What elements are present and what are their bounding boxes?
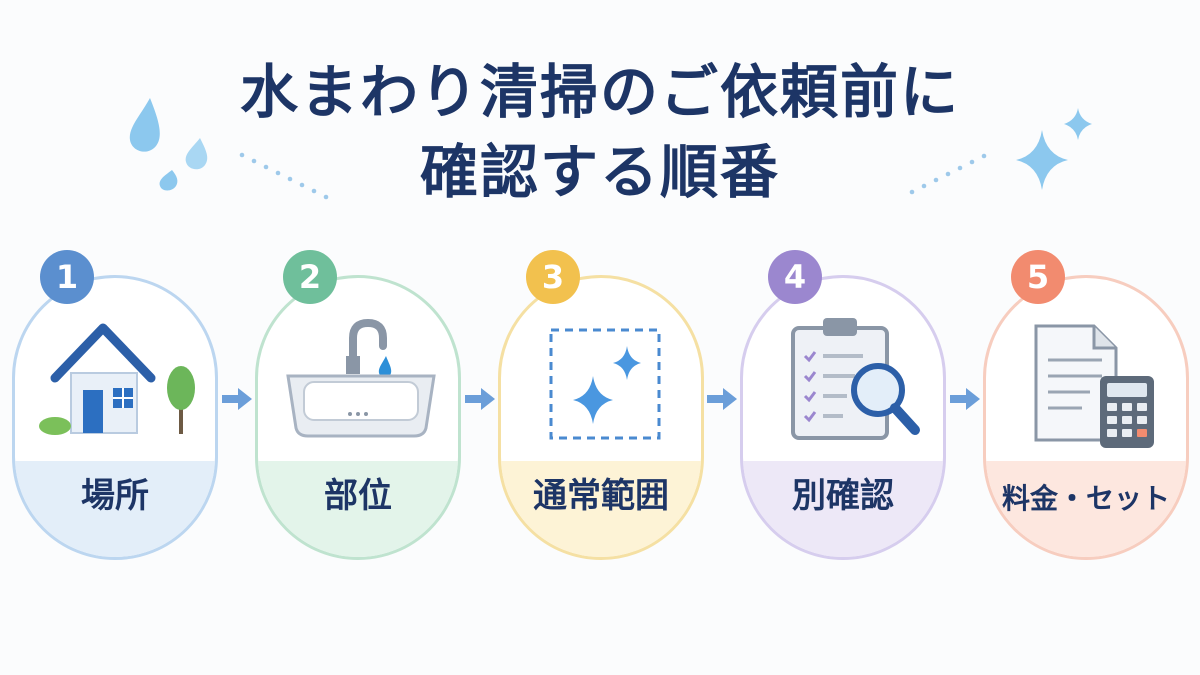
step-number-badge: 4 <box>768 250 822 304</box>
title-line-2: 確認する順番 <box>419 138 780 206</box>
step-card-separate-check: 別確認 <box>740 275 946 560</box>
step-number-badge: 5 <box>1011 250 1065 304</box>
step-band <box>15 461 215 557</box>
sink-faucet-icon <box>286 318 436 438</box>
page-title: 水まわり清掃のご依頼前に 確認する順番 <box>0 52 1200 212</box>
title-line-1: 水まわり清掃のご依頼前に <box>239 58 960 126</box>
step-label: 別確認 <box>792 476 894 516</box>
arrow-right-icon <box>950 388 980 410</box>
arrow-right-icon <box>222 388 252 410</box>
step-number-badge: 2 <box>283 250 337 304</box>
house-icon <box>39 323 195 435</box>
sparkle-area-icon <box>549 328 661 440</box>
water-drops-icon <box>129 98 208 191</box>
arrow-right-icon <box>707 388 737 410</box>
step-number-badge: 1 <box>40 250 94 304</box>
dotted-line-right <box>909 153 987 195</box>
step-number-badge: 3 <box>526 250 580 304</box>
step-card-part: 部位 <box>255 275 461 560</box>
clipboard-magnifier-icon <box>791 318 920 440</box>
step-card-price-set: 料金・セット <box>983 275 1189 560</box>
sparkles-icon <box>1016 108 1092 190</box>
step-band <box>743 461 943 557</box>
arrow-right-icon <box>465 388 495 410</box>
step-card-normal-scope: 通常範囲 <box>498 275 704 560</box>
step-label: 部位 <box>324 476 392 516</box>
step-band <box>258 461 458 557</box>
step-card-location: 場所 <box>12 275 218 560</box>
step-label: 料金・セット <box>1001 482 1170 515</box>
step-band <box>986 461 1186 557</box>
dotted-line-left <box>239 152 329 200</box>
step-label: 場所 <box>81 476 149 516</box>
document-calculator-icon <box>1034 324 1154 448</box>
step-label: 通常範囲 <box>533 476 669 516</box>
step-band <box>501 461 701 557</box>
